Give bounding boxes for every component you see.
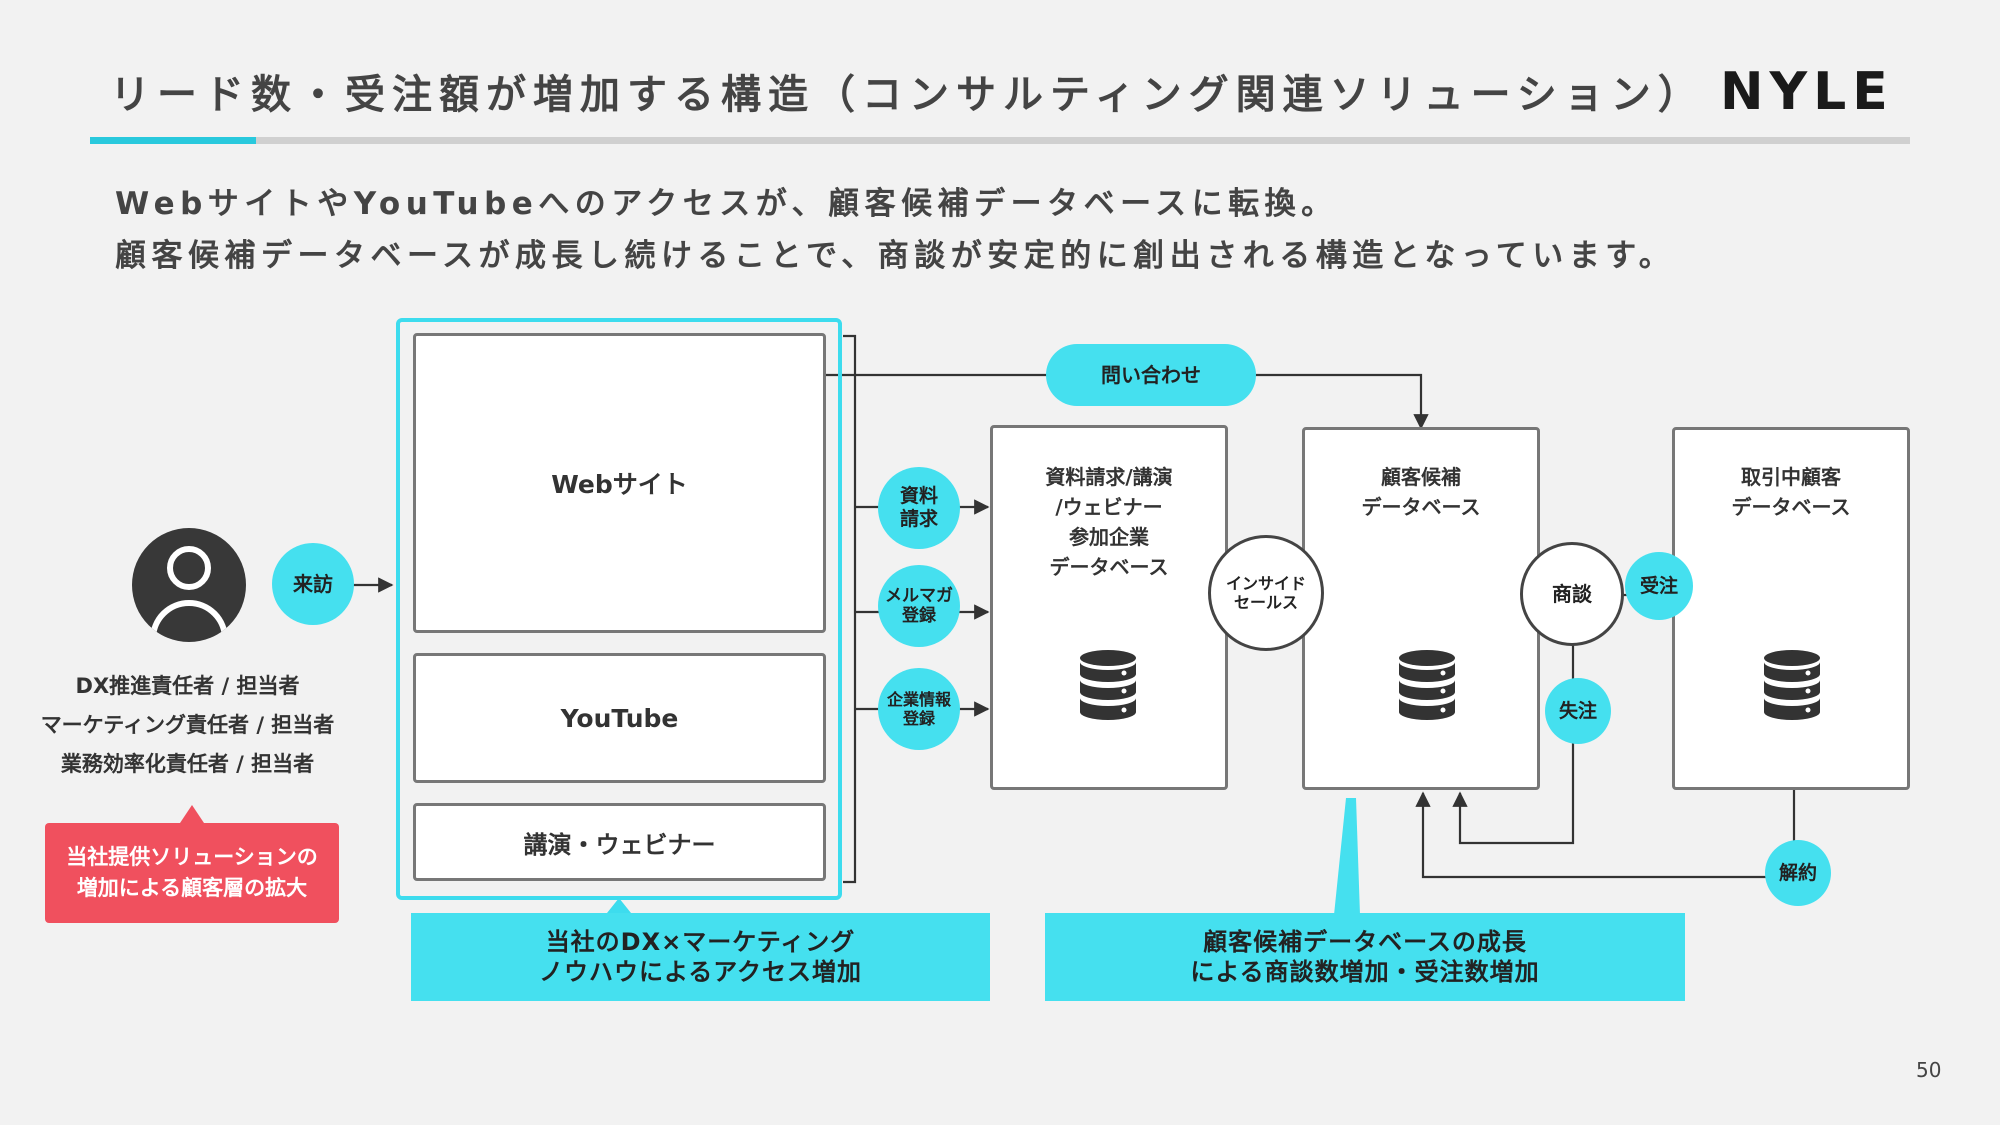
visit-badge: 来訪 [272,543,354,625]
header-accent-bar [90,137,256,144]
clients-database [1672,427,1910,790]
page-title: リード数・受注額が増加する構造（コンサルティング関連ソリューション） [110,72,1705,118]
doc-request-badge: 資料請求 [878,467,960,549]
badge-line: メルマガ [885,585,953,606]
cancel-badge: 解約 [1765,840,1831,906]
negotiation-node: 商談 [1520,542,1624,646]
clients-database-title: 取引中顧客 データベース [1731,465,1851,519]
banner-line: による商談数増加・受注数増加 [1190,958,1540,986]
company-info-badge: 企業情報登録 [878,668,960,750]
banner-line: 顧客候補データベースの成長 [1203,928,1527,956]
access-growth-banner: 当社のDX×マーケティング ノウハウによるアクセス増加 [411,913,990,1001]
callout-line: 当社提供ソリューションの [66,844,318,869]
banner-line: 当社のDX×マーケティング [545,928,856,956]
channels-frame [396,318,842,900]
node-line: セールス [1233,593,1298,612]
callout-line: 増加による顧客層の拡大 [76,876,308,900]
badge-line: 登録 [902,606,936,626]
database-icon [1080,650,1136,720]
lead-text-line1: WebサイトやYouTubeへのアクセスが、顧客候補データベースに転換。 [115,186,1338,222]
seminar-box: 講演・ウェビナー [413,803,826,881]
newsletter-badge: メルマガ登録 [878,565,960,647]
header-divider [90,137,1910,144]
badge-line: 資料 [899,485,938,508]
nyle-logo: NYLE [1720,62,1894,122]
persona-roles: DX推進責任者 / 担当者 マーケティング責任者 / 担当者 業務効率化責任者 … [20,667,355,784]
user-avatar-icon [132,528,246,642]
inquiry-badge: 問い合わせ [1046,344,1256,406]
participants-database [990,425,1228,790]
prospects-database-title: 顧客候補 データベース [1361,465,1481,519]
badge-line: 登録 [902,709,935,728]
banner-line: ノウハウによるアクセス増加 [538,958,863,986]
persona-role: DX推進責任者 / 担当者 [75,674,300,698]
page-number: 50 [1916,1058,1942,1082]
badge-line: 企業情報 [886,689,951,709]
website-box: Webサイト [413,333,826,633]
database-growth-banner: 顧客候補データベースの成長 による商談数増加・受注数増加 [1045,913,1685,1001]
persona-role: マーケティング責任者 / 担当者 [40,712,335,737]
youtube-box: YouTube [413,653,826,783]
prospects-database [1302,427,1540,790]
order-lost-badge: 失注 [1545,678,1611,744]
badge-line: 請求 [899,508,938,530]
lead-text-line2: 顧客候補データベースが成長し続けることで、商談が安定的に創出される構造となってい… [115,238,1676,274]
database-icon [1399,650,1455,720]
customer-expansion-callout: 当社提供ソリューションの 増加による顧客層の拡大 [45,823,339,923]
database-icon [1764,650,1820,720]
node-line: インサイド [1225,573,1306,593]
participants-database-title: 資料請求/講演 /ウェビナー 参加企業 データベース [1045,465,1173,579]
persona-role: 業務効率化責任者 / 担当者 [60,751,315,776]
inside-sales-node: インサイドセールス [1208,535,1324,651]
order-won-badge: 受注 [1625,552,1693,620]
